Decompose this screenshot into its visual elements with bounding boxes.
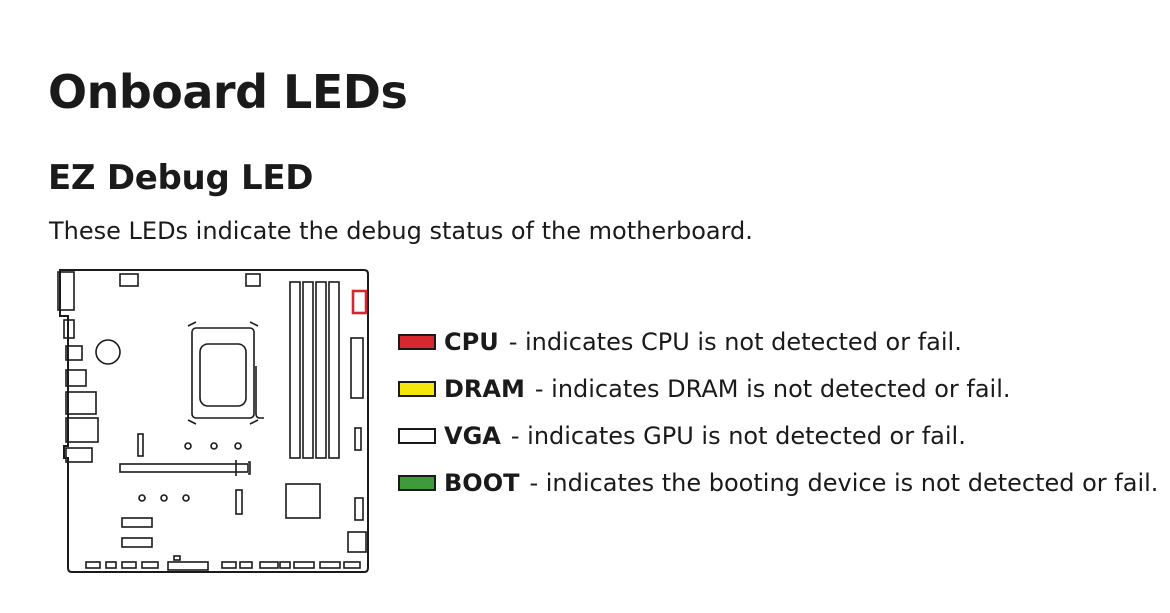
io-port [65,345,83,361]
section-description: These LEDs indicate the debug status of … [49,217,753,245]
bottom-header [173,555,181,561]
led-item-dram: DRAM - indicates DRAM is not detected or… [398,365,1158,412]
bottom-header [239,561,253,569]
dimm-slot [315,281,327,459]
section-title: EZ Debug LED [48,158,314,198]
pcie-x16-slot [119,463,249,473]
led-swatch-cpu [398,333,436,350]
bottom-header [221,561,237,569]
io-port [65,369,87,387]
mount-hole [160,494,168,502]
m2-slot [137,433,144,457]
io-port [57,271,75,311]
header [245,273,261,287]
led-name: CPU [444,327,499,356]
bottom-header [279,561,291,569]
bottom-header [259,561,279,569]
mount-hole [184,442,192,450]
board-outline [59,269,369,573]
mount-hole [138,494,146,502]
led-swatch-vga [398,427,436,444]
bottom-header [343,561,361,569]
page-title: Onboard LEDs [48,65,408,119]
m2-slot [235,489,243,515]
cpu-socket [191,327,255,419]
led-swatch-dram [398,380,436,397]
header [119,273,139,287]
led-name: DRAM [444,374,525,403]
led-description: - indicates CPU is not detected or fail. [508,327,962,356]
motherboard-diagram [57,269,369,573]
mount-hole [234,442,242,450]
io-port [63,319,75,339]
bottom-header [141,561,159,569]
dimm-slot [289,281,301,459]
bottom-header [85,561,101,569]
mount-hole [182,494,190,502]
ez-debug-led-highlight [351,289,368,315]
led-item-vga: VGA - indicates GPU is not detected or f… [398,412,1158,459]
dimm-slot [328,281,340,459]
cmos-battery [95,339,121,365]
atx-power-connector [350,337,364,399]
led-description: - indicates the booting device is not de… [529,468,1159,497]
led-description: - indicates DRAM is not detected or fail… [534,374,1011,403]
bottom-header [319,561,341,569]
bottom-header [167,561,209,571]
bottom-header [121,561,137,569]
sata-connector [347,531,367,553]
header [121,517,153,528]
io-port [65,391,97,415]
chipset [285,483,321,519]
led-item-cpu: CPU - indicates CPU is not detected or f… [398,318,1158,365]
led-item-boot: BOOT - indicates the booting device is n… [398,459,1158,506]
bottom-header [293,561,315,569]
dimm-slot [302,281,314,459]
io-port [65,417,99,443]
led-swatch-boot [398,474,436,491]
led-description: - indicates GPU is not detected or fail. [510,421,966,450]
mount-hole [210,442,218,450]
bottom-header [105,561,117,569]
header [354,427,362,451]
led-name: VGA [444,421,501,450]
led-name: BOOT [444,468,520,497]
led-legend: CPU - indicates CPU is not detected or f… [398,318,1158,506]
header [354,497,364,521]
cpu-socket-inner [199,343,247,407]
io-port [65,447,93,463]
header [121,537,153,548]
